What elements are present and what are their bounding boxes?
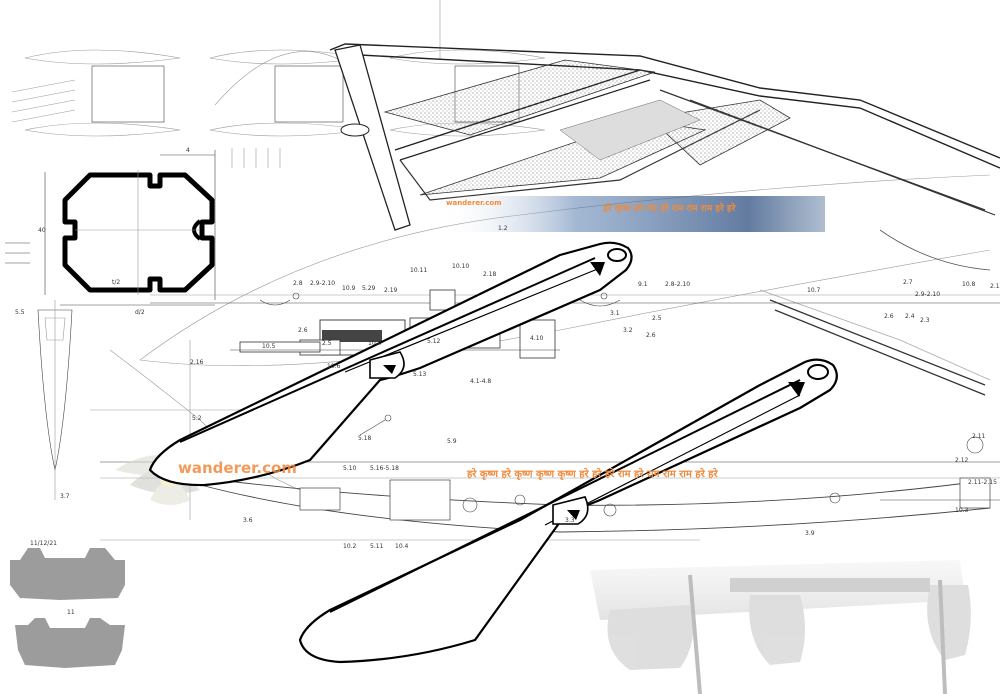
dimension-label: 5.2 [192, 415, 202, 422]
plan-view-sketches [11, 0, 546, 168]
dimension-label: 10.5 [262, 343, 276, 350]
dimension-label: 5.5 [15, 309, 25, 316]
dimension-label: 5.10 [343, 465, 357, 472]
section-label-top: 11/12/21 [30, 540, 57, 547]
dimension-label: 5.9 [447, 438, 457, 445]
catamaran-render-faint [590, 560, 971, 694]
dimension-label: 2.8-2.10 [665, 281, 690, 288]
dimension-label: 10.3 [955, 507, 969, 514]
dimension-label: 5.18 [358, 435, 372, 442]
banner-mantra: हरे कृष्ण हरे राम हरे राम राम राम हरे हर… [602, 202, 736, 214]
dimension-label: 2.6 [884, 313, 894, 320]
dimension-label: 2.15 [990, 283, 1000, 290]
dimension-label: 10.4 [395, 543, 409, 550]
dimension-label: 2.16 [190, 359, 204, 366]
dimension-label: 2.11 [972, 433, 986, 440]
banner-site-text: wanderer.com [446, 199, 502, 207]
dimension-label: 10.6 [327, 363, 341, 370]
section-label-bottom: 11 [67, 609, 75, 616]
profile-width-label: 4 [186, 147, 190, 154]
dimension-label: 3.2 [623, 327, 633, 334]
watermark-mantra-lower: हरे कृष्ण हरे कृष्ण कृष्ण कृष्ण हरे हरे … [466, 467, 718, 480]
site-watermark: wanderer.com [178, 459, 297, 477]
catamaran-perspective [139, 43, 1000, 396]
mantra-watermark: हरे कृष्ण हरे कृष्ण कृष्ण कृष्ण हरे हरे … [466, 467, 718, 480]
dimension-label: 2.6 [298, 327, 308, 334]
dimension-label: 5.12 [427, 338, 441, 345]
dimension-label: 10.8 [962, 281, 976, 288]
dimension-label: 4.10 [530, 335, 544, 342]
hull-outline-lower [298, 358, 838, 664]
hull-outline-upper [148, 241, 633, 487]
assembly-detail [90, 289, 1000, 520]
dimension-label: 3.9 [805, 530, 815, 537]
beam-profile-section: 4 40 t/2 d/2 [38, 147, 216, 316]
dimension-label: 10.10 [452, 263, 469, 270]
dimension-label: 3.1 [610, 310, 620, 317]
profile-bottom-label: t/2 [112, 279, 120, 286]
dimension-label: 2.18 [483, 271, 497, 278]
dimension-label: 5.11 [370, 543, 384, 550]
dimension-label: 2.11-2.15 [968, 479, 997, 486]
dimension-label: 1.2 [498, 225, 508, 232]
dimension-label: 10.9 [342, 285, 356, 292]
dimension-label: 5.13 [413, 371, 427, 378]
watermark-site-text: wanderer.com [178, 459, 297, 477]
dimension-label: 2.9-2.10 [310, 280, 335, 287]
dimension-label: 5.16-5.18 [370, 465, 399, 472]
dimension-label: 10.7 [807, 287, 821, 294]
dimension-label: 2.8 [293, 280, 303, 287]
dimension-label: 3.3 [565, 517, 575, 524]
dimension-label: 2.5 [322, 340, 332, 347]
dimension-label: 2.12 [955, 457, 969, 464]
dimension-label: 10.4 [368, 340, 382, 347]
dimension-label: 4.1-4.8 [470, 378, 491, 385]
dimension-labels: 2.8 2.9-2.10 10.9 5.29 2.19 10.11 10.10 2.18 2.6… [15, 225, 1000, 550]
profile-base-label: d/2 [135, 309, 145, 316]
cross-section-profiles: 11/12/21 11 [10, 540, 125, 668]
dimension-label: 2.7 [903, 279, 913, 286]
dimension-label: 10.2 [343, 543, 357, 550]
dimension-label: 5.29 [362, 285, 376, 292]
plan-view-1 [11, 49, 181, 137]
dimension-label: 2.19 [384, 287, 398, 294]
front-hull-view [37, 300, 73, 500]
dimension-label: 10.11 [410, 267, 427, 274]
dimension-label: 2.3 [920, 317, 930, 324]
profile-height-label: 40 [38, 227, 46, 234]
left-edge-marks [5, 242, 30, 264]
dimension-label: 3.6 [243, 517, 253, 524]
banner-strip: हरे कृष्ण हरे राम हरे राम राम राम हरे हर… [440, 196, 825, 232]
plan-view-2 [209, 49, 366, 168]
dimension-label: 2.6 [646, 332, 656, 339]
dimension-label: 2.9-2.10 [915, 291, 940, 298]
dimension-label: 2.4 [905, 313, 915, 320]
dimension-label: 3.7 [60, 493, 70, 500]
dimension-label: 9.1 [638, 281, 648, 288]
dimension-label: 2.5 [652, 315, 662, 322]
